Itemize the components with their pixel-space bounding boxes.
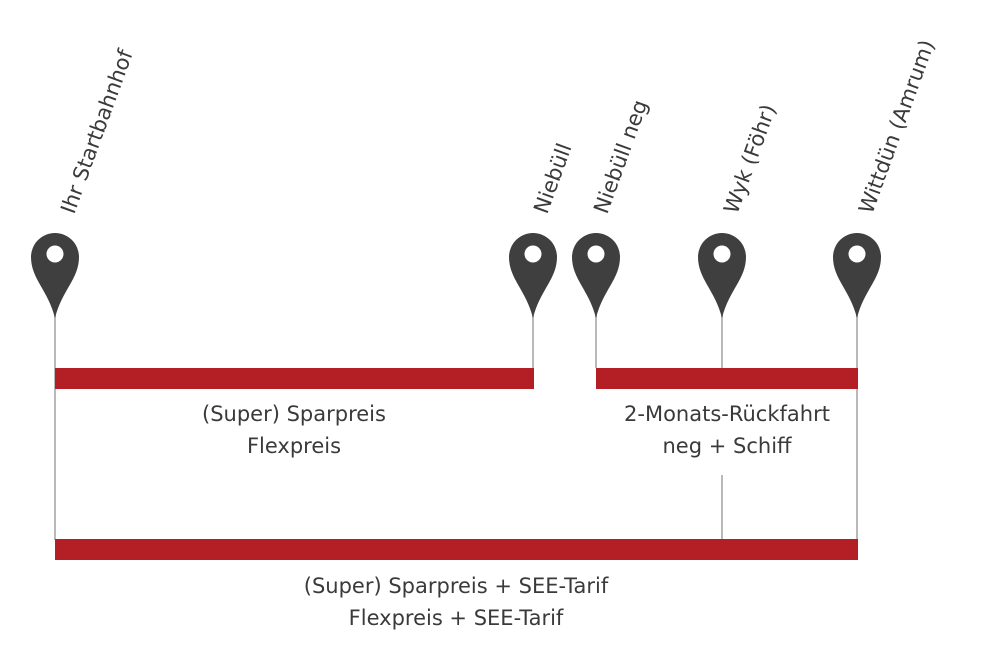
fare-caption-line: 2-Monats-Rückfahrt	[624, 402, 830, 426]
map-pin-icon	[31, 233, 79, 318]
station-label-start: Ihr Startbahnhof	[56, 46, 138, 217]
map-pin-icon	[509, 233, 557, 318]
fare-caption-line: Flexpreis + SEE-Tarif	[349, 606, 564, 630]
station-guide-lines	[54, 315, 858, 540]
fare-bar-neg-wittduen	[596, 368, 858, 389]
station-pins	[31, 233, 881, 318]
fare-caption-line: Flexpreis	[247, 434, 341, 458]
station-label-niebuell-neg: Niebüll neg	[589, 97, 652, 217]
map-pin-icon	[572, 233, 620, 318]
station-label-wyk: Wyk (Föhr)	[719, 101, 781, 216]
fare-caption-line: (Super) Sparpreis + SEE-Tarif	[304, 574, 609, 598]
station-label-wittduen: Wittdün (Amrum)	[854, 37, 939, 217]
fare-bars	[55, 368, 858, 560]
fare-caption-line: (Super) Sparpreis	[202, 402, 386, 426]
fare-captions: (Super) Sparpreis Flexpreis 2-Monats-Rüc…	[202, 402, 830, 630]
fare-caption-line: neg + Schiff	[663, 434, 793, 458]
fare-bar-start-niebuell	[55, 368, 534, 389]
station-labels: Ihr Startbahnhof Niebüll Niebüll neg Wyk…	[56, 37, 939, 217]
map-pin-icon	[833, 233, 881, 318]
fare-bar-start-wittduen	[55, 539, 858, 560]
map-pin-icon	[698, 233, 746, 318]
station-label-niebuell: Niebüll	[529, 140, 576, 217]
